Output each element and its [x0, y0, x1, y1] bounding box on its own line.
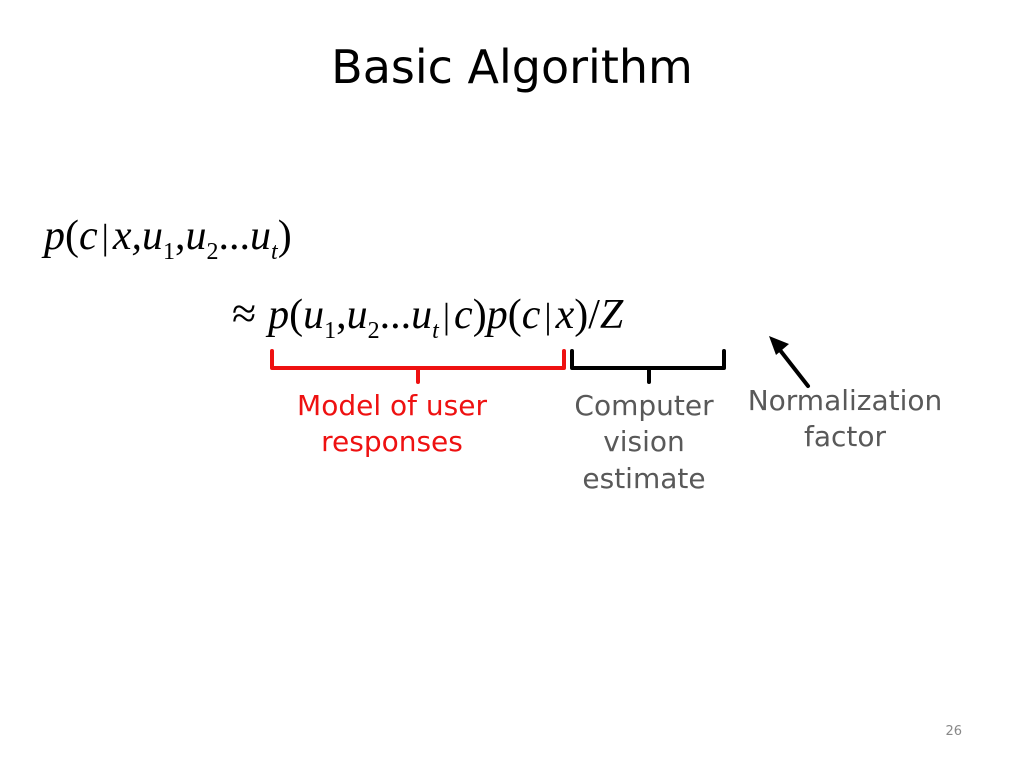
eq2-u1: u	[303, 292, 325, 338]
eq1-u1: u	[142, 213, 164, 259]
approx-symbol: ≈	[232, 289, 257, 338]
eq1-u2: u	[185, 213, 207, 259]
eq2-x: x	[555, 292, 575, 338]
eq2-u2: u	[346, 292, 368, 338]
eq2-c1: c	[454, 292, 473, 338]
eq1-sub-2: 2	[206, 239, 219, 265]
eq2-sub-t: t	[432, 318, 439, 344]
label-model-of-user-responses: Model of user responses	[297, 389, 487, 459]
eq2-c2: c	[521, 292, 541, 338]
eq1-comma: ,	[175, 213, 186, 259]
eq2-sub-2: 2	[367, 318, 380, 344]
eq1-close-paren: )	[277, 213, 292, 259]
slide-title: Basic Algorithm	[331, 40, 693, 94]
eq1-c: c	[79, 213, 98, 259]
eq2-bar-2: |	[544, 296, 552, 336]
eq2-close-paren-1: )	[472, 292, 487, 338]
eq1-bar: |	[101, 217, 109, 257]
normalization-arrow-shaft	[774, 343, 810, 388]
eq1-open-paren: (	[65, 213, 79, 259]
label-computer-vision-estimate: Computer vision estimate	[574, 389, 714, 495]
eq2-z: Z	[599, 292, 624, 338]
eq1-dots: ...	[218, 213, 251, 259]
eq1-p: p	[44, 213, 65, 259]
red-brace	[270, 349, 566, 384]
black-brace	[570, 349, 726, 384]
eq2-dots: ...	[379, 292, 412, 338]
eq1-ut: u	[250, 213, 272, 259]
normalization-arrow-head	[769, 336, 789, 355]
eq1-sub-1: 1	[163, 239, 176, 265]
eq2-ut: u	[411, 292, 433, 338]
label-normalization-factor: Normalization factor	[747, 384, 943, 454]
eq2-open-paren-1: (	[289, 292, 304, 338]
eq2-open-paren-2: (	[507, 292, 522, 338]
eq2-comma: ,	[336, 292, 347, 338]
equation-line-2: ≈p(u1,u2...ut|c)p(c|x)/Z	[232, 289, 624, 344]
equation-line-1: p(c|x,u1,u2...ut)	[44, 213, 292, 264]
eq2-sub-1: 1	[324, 318, 337, 344]
eq2-p2: p	[486, 292, 508, 338]
eq2-bar-1: |	[442, 296, 451, 336]
eq1-x: x,	[112, 213, 143, 259]
eq2-close-paren-2: )	[574, 292, 589, 338]
eq1-sub-t: t	[271, 239, 278, 265]
eq2-slash: /	[588, 292, 600, 338]
slide-page-number: 26	[945, 724, 962, 739]
eq2-p1: p	[268, 292, 290, 338]
